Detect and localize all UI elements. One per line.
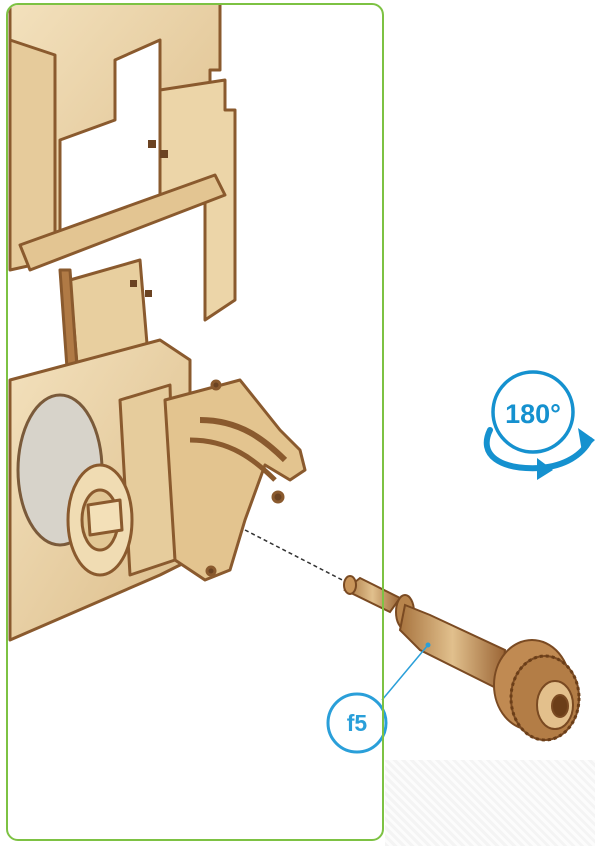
rotation-label: 180° [505, 399, 561, 429]
callout-anchor-dot [426, 643, 431, 648]
rotate-180-icon: 180° [487, 372, 595, 480]
callout-leader-line [382, 645, 428, 700]
step-frame [6, 3, 384, 841]
